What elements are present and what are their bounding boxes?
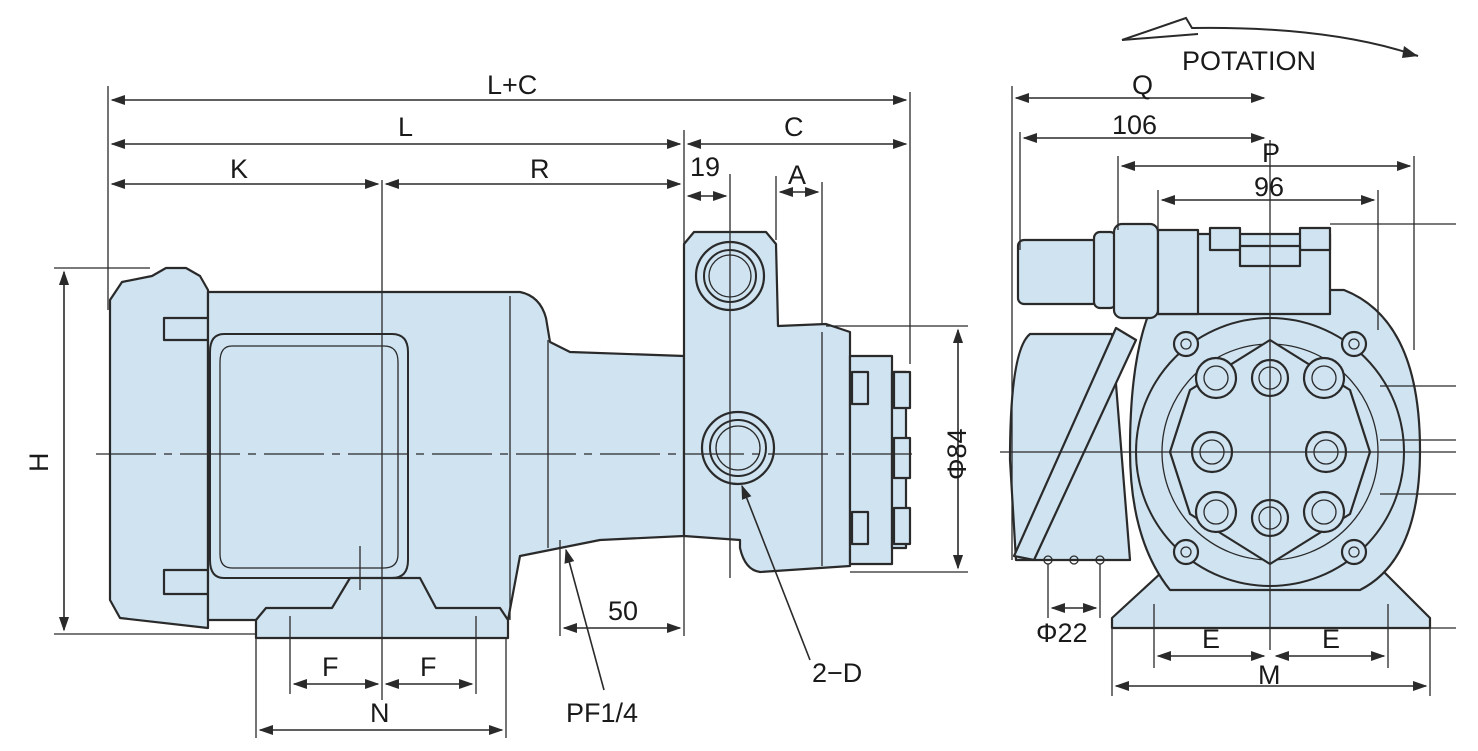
dimension-labels: POTATION L+C L K R C 19 A H Φ84 50 2−D P…: [24, 46, 1340, 728]
dim-label-k: K: [230, 154, 248, 184]
motor-body: [206, 290, 686, 622]
front-top-bolt: [1208, 226, 1242, 252]
front-fitting-body: [1156, 228, 1200, 316]
motor-end-cap: [108, 266, 210, 630]
dim-label-h: H: [24, 453, 54, 473]
dim-label-e-right: E: [1322, 624, 1340, 654]
rotation-arrow: [1121, 16, 1419, 58]
dim-label-n: N: [370, 698, 390, 728]
side-view: [96, 174, 916, 700]
rotation-label: POTATION: [1182, 46, 1316, 76]
dim-label-l-plus-c: L+C: [487, 70, 537, 100]
front-fitting: [1112, 222, 1160, 320]
side-port: [700, 410, 776, 486]
cap-tab-bottom: [162, 568, 210, 596]
cap-tab-top: [162, 316, 210, 342]
bolt: [892, 506, 912, 546]
bolt: [850, 510, 870, 546]
dim-label-l: L: [398, 112, 413, 142]
front-pipe: [1016, 238, 1100, 306]
front-corner-bolts: [1172, 330, 1368, 566]
bolt: [892, 436, 912, 480]
dim-label-pf14: PF1/4: [566, 698, 638, 728]
dim-label-e-left: E: [1202, 624, 1220, 654]
side-dimension-lines: [58, 94, 964, 736]
dim-label-q: Q: [1132, 70, 1153, 100]
dim-label-2d: 2−D: [812, 658, 862, 688]
dim-label-m: M: [1258, 660, 1281, 690]
dim-label-c: C: [784, 112, 804, 142]
pump-casing: [682, 230, 852, 574]
dim-label-106: 106: [1112, 110, 1157, 140]
dim-label-r: R: [530, 154, 550, 184]
dim-label-f-right: F: [420, 652, 437, 682]
bolt: [892, 370, 912, 410]
dim-label-50: 50: [608, 596, 638, 626]
dim-label-phi84: Φ84: [942, 428, 972, 480]
front-extension-lines: [1011, 86, 1431, 696]
dim-label-phi22: Φ22: [1036, 618, 1088, 648]
front-top-bolt: [1298, 226, 1332, 252]
bolt: [850, 370, 870, 406]
dim-label-a: A: [788, 160, 806, 190]
front-slant-panel: [1012, 326, 1138, 562]
front-dimension-lines: [1014, 92, 1428, 692]
dim-label-p: P: [1262, 138, 1280, 168]
side-extension-lines: [54, 86, 968, 738]
front-view: [1000, 140, 1456, 650]
front-nut: [1092, 230, 1118, 310]
dim-label-96: 96: [1254, 172, 1284, 202]
dim-label-f-left: F: [322, 652, 339, 682]
dim-label-19: 19: [690, 152, 720, 182]
